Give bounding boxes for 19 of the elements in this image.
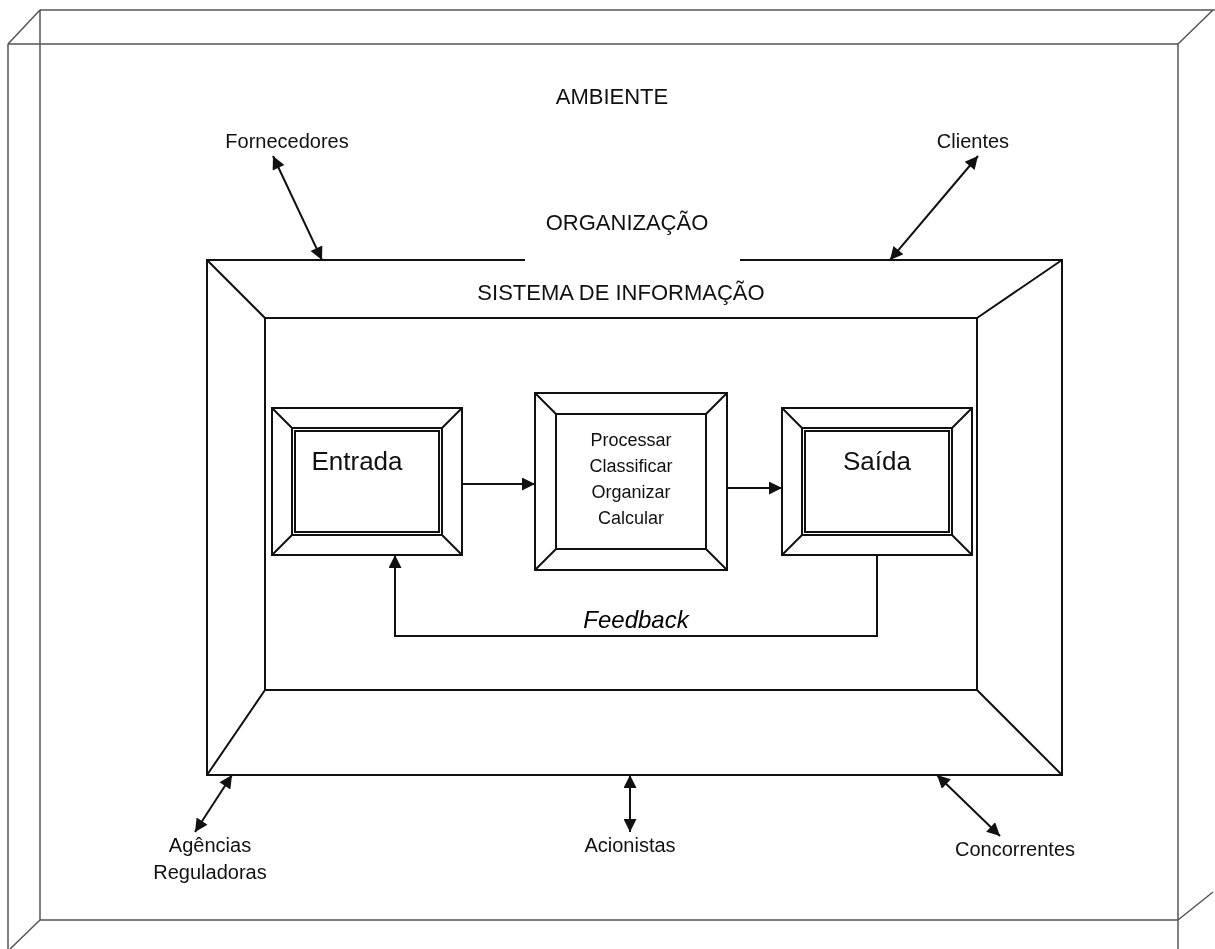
step-label: Processar Classificar Organizar Calcular	[588, 429, 674, 531]
stakeholder-label: Clientes	[935, 129, 1011, 154]
arrow	[936, 774, 1001, 837]
step-label: Saída	[843, 446, 911, 478]
heading: SISTEMA DE INFORMAÇÃO	[477, 280, 765, 307]
stakeholder-label: Acionistas	[583, 833, 677, 858]
arrow	[388, 554, 878, 637]
arrow	[194, 774, 233, 833]
arrow	[461, 477, 536, 491]
stakeholder-label: Agências Reguladoras	[152, 833, 268, 885]
arrow	[272, 155, 323, 261]
heading: ORGANIZAÇÃO	[545, 210, 709, 237]
arrow	[889, 155, 979, 261]
arrow	[726, 481, 783, 495]
step-label: Entrada	[311, 446, 403, 478]
heading: AMBIENTE	[555, 84, 669, 111]
arrow	[623, 774, 637, 833]
stakeholder-label: Fornecedores	[224, 129, 350, 154]
stakeholder-label: Concorrentes	[953, 837, 1077, 862]
